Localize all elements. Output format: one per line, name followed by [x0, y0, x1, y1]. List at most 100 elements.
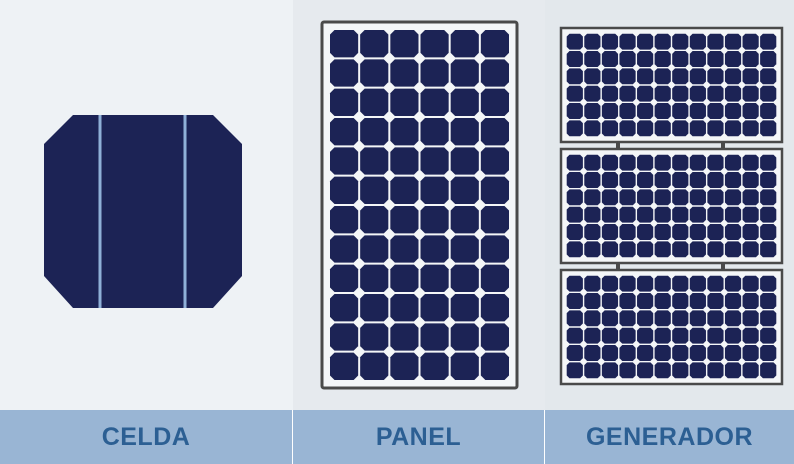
generator-cell	[654, 189, 671, 206]
generator-cell	[760, 206, 777, 223]
panel-cell	[450, 323, 479, 351]
panel-cell	[450, 176, 479, 204]
generator-cell	[689, 33, 706, 50]
generator-cell	[760, 275, 777, 292]
generator-cell	[724, 327, 742, 344]
generator-cell	[566, 345, 583, 361]
module-connector	[721, 263, 725, 270]
panel-cell	[480, 323, 509, 351]
panel-cell	[330, 264, 359, 292]
generator-connectors	[616, 142, 725, 270]
generator-cell	[601, 189, 619, 206]
generator-cell	[654, 172, 671, 188]
generator-cell	[724, 241, 742, 258]
module-connector	[616, 263, 620, 270]
generator-cell	[742, 68, 759, 85]
generator-cell	[601, 206, 619, 223]
panel-cell	[420, 118, 449, 146]
generator-cell	[760, 362, 777, 379]
generator-cell	[707, 120, 724, 137]
generator-cell	[637, 345, 654, 361]
generator-cell	[584, 275, 601, 292]
generator-cell	[689, 275, 706, 292]
generator-cell	[672, 275, 689, 292]
generator-cell	[724, 33, 742, 50]
generator-cell	[601, 85, 619, 102]
label-generator: GENERADOR	[545, 410, 794, 464]
generator-cell	[637, 362, 654, 379]
panel-cell	[390, 264, 419, 292]
generator-cell	[566, 154, 583, 171]
generator-cell	[724, 103, 742, 119]
panel-cell	[450, 147, 479, 175]
generator-cell	[707, 189, 724, 206]
generator-cell	[672, 154, 689, 171]
panel-cell	[330, 88, 359, 116]
generator-cell	[672, 68, 689, 85]
generator-cell	[689, 224, 706, 240]
generator-cell	[672, 120, 689, 137]
generator-cell	[689, 206, 706, 223]
generator-cell	[566, 275, 583, 292]
generator-cell	[654, 68, 671, 85]
generator-cell	[742, 241, 759, 258]
generator-cell	[672, 327, 689, 344]
panel-cell	[480, 118, 509, 146]
panel-cell	[420, 88, 449, 116]
solar-cell	[44, 115, 242, 308]
generator-cell	[566, 172, 583, 188]
generator-cell	[760, 120, 777, 137]
generator-cell	[672, 33, 689, 50]
generator-cell	[689, 68, 706, 85]
generator-cell	[742, 362, 759, 379]
generator-cell	[654, 206, 671, 223]
panel-cell	[330, 147, 359, 175]
generator-cell	[654, 154, 671, 171]
panel-cell	[390, 352, 419, 380]
generator-cell	[619, 310, 636, 327]
generator-cell	[637, 189, 654, 206]
generator-cell	[601, 68, 619, 85]
panel-cell	[480, 294, 509, 322]
panel-cell	[420, 30, 449, 58]
generator-cell	[707, 241, 724, 258]
generator-cell	[637, 172, 654, 188]
panel-cell	[450, 88, 479, 116]
generator-cell	[619, 293, 636, 309]
panel-cell	[330, 323, 359, 351]
generator-cell	[724, 120, 742, 137]
generator-cell	[637, 68, 654, 85]
generator-cell	[601, 345, 619, 361]
panel-cell	[420, 352, 449, 380]
generator-cell	[707, 345, 724, 361]
panel-cell	[360, 88, 389, 116]
generator-cell	[689, 85, 706, 102]
generator-cell	[601, 293, 619, 309]
generator-cell	[724, 85, 742, 102]
generator-cell	[672, 189, 689, 206]
panel-cell	[390, 118, 419, 146]
generator-cell	[689, 120, 706, 137]
generator-cell	[724, 206, 742, 223]
panel-cell-grid	[330, 30, 509, 380]
generator-cell	[654, 310, 671, 327]
panel-cell	[390, 176, 419, 204]
generator-cell	[707, 275, 724, 292]
generator-cell	[760, 154, 777, 171]
generator-cell	[637, 241, 654, 258]
generator-cell	[707, 103, 724, 119]
panel-cell	[330, 352, 359, 380]
generator-cell	[707, 172, 724, 188]
generator-cell	[724, 310, 742, 327]
generator-cell	[689, 51, 706, 67]
generator-cell	[689, 345, 706, 361]
generator-cell	[724, 293, 742, 309]
panel-cell	[360, 235, 389, 263]
generator-cell	[584, 120, 601, 137]
panel-cell	[450, 264, 479, 292]
panel-cell	[480, 264, 509, 292]
generator-cell	[742, 154, 759, 171]
generator-cell	[584, 362, 601, 379]
generator-cell	[601, 154, 619, 171]
